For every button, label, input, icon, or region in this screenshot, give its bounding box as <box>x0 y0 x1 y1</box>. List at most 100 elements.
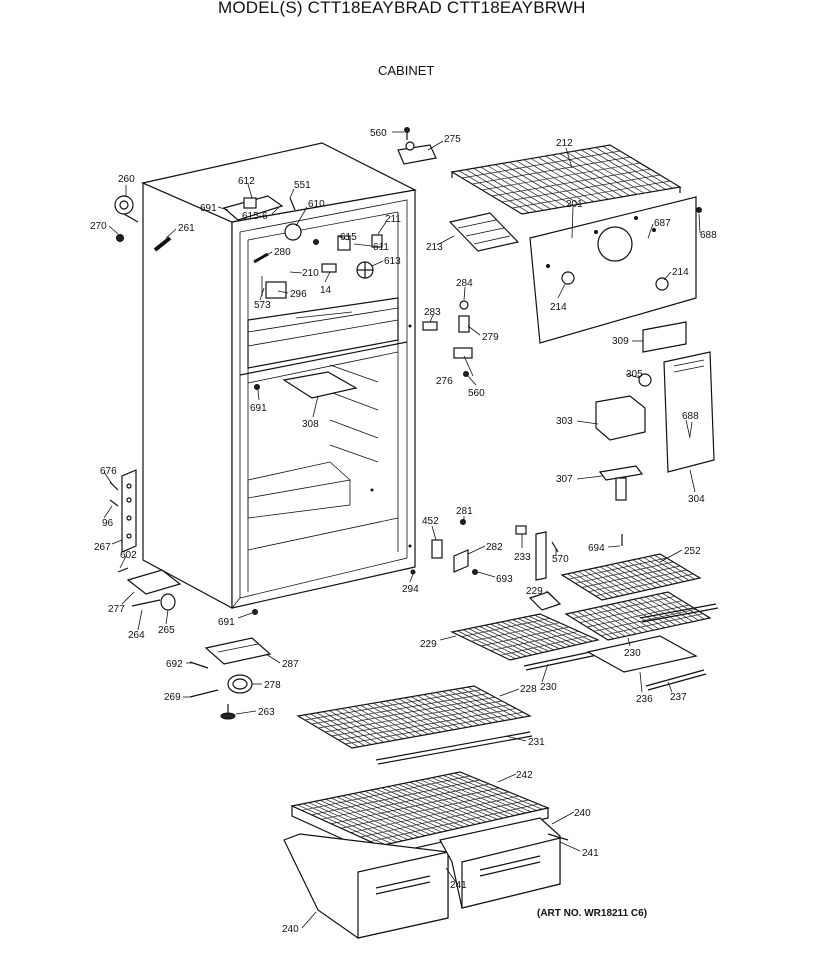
part-label: 284 <box>456 278 473 289</box>
wire-line <box>559 153 630 196</box>
wire-line <box>575 561 674 584</box>
part-label: 240 <box>574 808 591 819</box>
part-label: 693 <box>496 574 513 585</box>
evaporator-panel <box>529 196 697 344</box>
part-label: 691 <box>250 403 267 414</box>
wire-line <box>516 160 587 204</box>
part-label: 212 <box>556 138 573 149</box>
part-label: 252 <box>684 546 701 557</box>
part-label: 309 <box>612 336 629 347</box>
wire-line <box>398 784 487 823</box>
wire-line <box>409 781 498 820</box>
part-label: 214 <box>672 267 689 278</box>
wire-line <box>466 169 537 212</box>
wire-line <box>538 156 609 200</box>
wire-line <box>573 150 645 194</box>
part-label: 692 <box>166 659 183 670</box>
wire-line <box>480 166 551 210</box>
part-label: 267 <box>94 542 111 553</box>
part-label: 610 <box>308 199 325 210</box>
part-label: 236 <box>636 694 653 705</box>
wire-line <box>593 608 697 632</box>
wire-line <box>600 613 704 637</box>
top-hardware <box>114 195 383 299</box>
wire-line <box>595 573 694 597</box>
wire-line <box>364 790 453 830</box>
wire-line <box>347 794 437 834</box>
wire-line <box>581 565 681 588</box>
wire-line <box>530 158 602 201</box>
wire-line <box>370 789 459 829</box>
wire-line <box>381 787 470 827</box>
wire-line <box>431 777 521 815</box>
wire-line <box>420 779 509 818</box>
part-label: 211 <box>385 214 401 225</box>
wire-line <box>303 803 392 844</box>
part-label: 270 <box>90 221 107 232</box>
wire-line <box>370 803 539 842</box>
part-label: 241 <box>582 848 599 859</box>
wire-line <box>338 708 517 741</box>
wire-line <box>552 154 623 198</box>
part-label: 213 <box>426 242 443 253</box>
wire-line <box>481 162 641 191</box>
part-label: 281 <box>456 506 473 517</box>
wire-line <box>509 161 580 205</box>
part-label: 573 <box>254 300 271 311</box>
leader-lines <box>103 131 701 929</box>
shelf-229-right <box>528 591 712 641</box>
wire-line <box>588 148 659 191</box>
wire-line <box>331 787 500 825</box>
wire-line <box>311 779 480 816</box>
wire-line <box>360 799 529 838</box>
wire-line <box>491 168 651 197</box>
wire-line <box>336 796 425 837</box>
wire-line <box>301 775 470 811</box>
part-label: 280 <box>274 247 291 258</box>
wire-line <box>437 776 526 814</box>
shelf-229-left <box>450 613 600 661</box>
wire-line <box>321 783 490 820</box>
part-label: 282 <box>486 542 503 553</box>
part-label: 230 <box>624 648 641 659</box>
part-label: 264 <box>128 630 145 641</box>
part-label: 228 <box>520 684 537 695</box>
wire-line <box>461 617 550 638</box>
wire-line <box>415 780 504 819</box>
part-label: 560 <box>370 128 387 139</box>
part-label: 237 <box>670 692 687 703</box>
shelf-support-parts <box>515 525 623 581</box>
wire-line <box>501 174 661 203</box>
part-label: 261 <box>178 223 195 234</box>
wire-line <box>304 689 482 721</box>
crisper-drawer-right <box>439 817 569 909</box>
wire-line <box>461 150 621 179</box>
wire-line <box>511 180 671 209</box>
wire-line <box>586 604 690 628</box>
crisper-cover <box>290 771 550 857</box>
part-label: 283 <box>424 307 441 318</box>
bottom-hinge-parts <box>117 567 258 615</box>
shelf-252 <box>560 553 702 601</box>
wire-line <box>500 635 589 656</box>
part-label: 260 <box>118 174 135 185</box>
wire-line <box>350 795 519 834</box>
section-heading: CABINET <box>378 63 435 78</box>
wire-line <box>494 164 566 207</box>
part-label: 308 <box>302 419 319 430</box>
wire-line <box>342 795 431 835</box>
wire-line <box>375 788 465 828</box>
wire-line <box>359 792 448 832</box>
shelf-228 <box>296 685 533 765</box>
wire-line <box>331 704 510 737</box>
wire-line <box>566 152 638 195</box>
wire-line <box>448 773 537 811</box>
cabinet-side-parts <box>410 519 478 575</box>
wire-line <box>581 149 652 193</box>
wire-line <box>602 145 673 189</box>
part-label: 277 <box>108 604 125 615</box>
left-hinge-bracket <box>109 469 137 553</box>
part-label: 242 <box>516 770 533 781</box>
part-label: 570 <box>552 554 569 565</box>
part-label: 307 <box>556 474 573 485</box>
